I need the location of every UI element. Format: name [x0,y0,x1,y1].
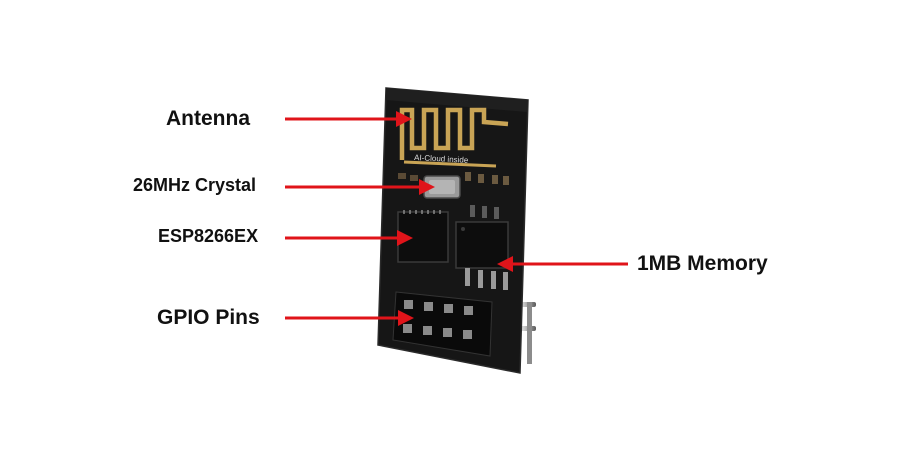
label-antenna: Antenna [166,107,250,130]
arrow-antenna [285,111,412,127]
flash-memory-chip [455,221,509,290]
crystal-chip [423,175,461,199]
arrow-crystal [285,179,435,195]
arrow-esp8266ex [285,230,413,246]
silkscreen-text: AI-Cloud inside [414,153,469,165]
label-gpio-pins: GPIO Pins [157,306,260,329]
arrow-gpio [285,310,414,326]
label-memory: 1MB Memory [637,252,768,275]
gpio-header [392,291,493,357]
label-crystal: 26MHz Crystal [133,175,257,195]
smd-components [398,172,509,219]
label-esp8266ex: ESP8266EX [158,226,259,246]
antenna-trace: AI-Cloud inside [399,107,509,168]
callout-arrows [285,111,628,326]
arrow-memory [497,256,628,272]
